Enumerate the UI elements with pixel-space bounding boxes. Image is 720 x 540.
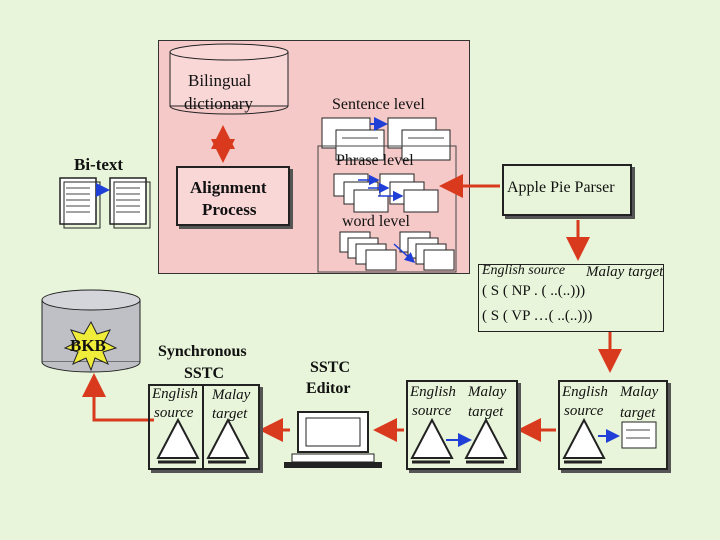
sync-sstc-label-1: Synchronous bbox=[158, 343, 247, 360]
sentence-level-documents-icon bbox=[321, 117, 451, 161]
right-source: source bbox=[564, 403, 604, 419]
sync-malay: Malay bbox=[212, 387, 251, 403]
parse-line-1: ( S ( NP . ( ..(..))) bbox=[482, 283, 586, 299]
mid-malay: Malay bbox=[468, 384, 507, 400]
apple-pie-parser-box bbox=[502, 164, 632, 216]
sync-source: source bbox=[154, 405, 194, 421]
synchronous-sstc-box bbox=[148, 384, 260, 470]
mid-target: target bbox=[468, 404, 504, 420]
bitext-label: Bi-text bbox=[74, 155, 124, 174]
parser-output-box bbox=[478, 264, 664, 332]
sstc-editor-label-1: SSTC bbox=[310, 359, 351, 376]
dictionary-label-1: Bilingual bbox=[188, 71, 252, 90]
alignment-process-box bbox=[176, 166, 290, 226]
sstc-editor-label-2: Editor bbox=[306, 380, 351, 397]
alignment-label-1: Alignment bbox=[190, 178, 267, 197]
bkb-label: BKB bbox=[70, 336, 106, 355]
right-malay: Malay bbox=[620, 384, 659, 400]
dictionary-cylinder-icon bbox=[169, 43, 289, 115]
phrase-level-label: Phrase level bbox=[336, 152, 414, 169]
pair-right-trees-icon bbox=[562, 417, 657, 464]
right-english: English bbox=[562, 384, 608, 400]
sstc-bkb-arrow bbox=[82, 373, 154, 422]
sync-sstc-label-2: SSTC bbox=[184, 365, 225, 382]
phrase-level-documents-icon bbox=[333, 173, 439, 213]
parse-line-2: ( S ( VP …( ..(..))) bbox=[482, 308, 593, 324]
sync-english: English bbox=[152, 386, 198, 402]
bkb-database-icon bbox=[41, 289, 141, 373]
mid-english: English bbox=[410, 384, 456, 400]
synchronous-sstc-trees-icon bbox=[156, 417, 250, 464]
apple-pie-parser-label: Apple Pie Parser bbox=[507, 179, 615, 196]
malay-target-label: Malay target bbox=[586, 264, 664, 280]
sync-sstc-divider bbox=[202, 384, 204, 468]
word-level-documents-icon bbox=[317, 145, 457, 273]
sync-target: target bbox=[212, 406, 248, 422]
computer-icon bbox=[284, 411, 382, 468]
pair-mid-box bbox=[406, 380, 518, 470]
dictionary-label-2: dictionary bbox=[184, 94, 253, 113]
word-level-label: word level bbox=[342, 213, 410, 230]
pair-right-box bbox=[558, 380, 668, 470]
right-target: target bbox=[620, 405, 656, 421]
alignment-label-2: Process bbox=[202, 200, 257, 219]
mid-source: source bbox=[412, 403, 452, 419]
bitext-documents-icon bbox=[59, 177, 151, 229]
pair-mid-trees-icon bbox=[410, 417, 508, 464]
sentence-level-label: Sentence level bbox=[332, 96, 425, 113]
english-source-label: English source bbox=[482, 263, 566, 278]
